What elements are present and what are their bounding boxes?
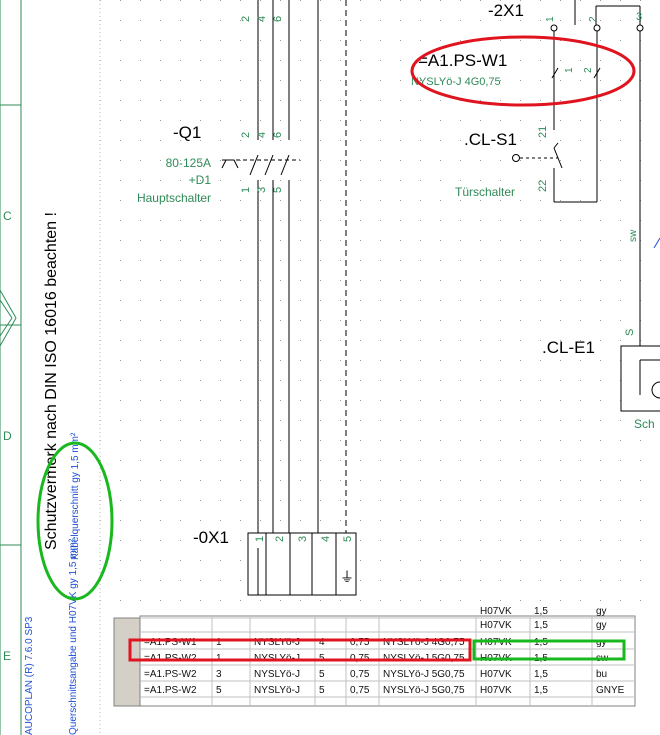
x0-terminal-3: 3 <box>297 536 309 542</box>
cle1-label: .CL-E1 <box>542 338 595 357</box>
x0-terminal-4: 4 <box>320 536 332 542</box>
table-cell: bu <box>596 669 607 680</box>
component-cle1 <box>620 330 660 412</box>
cross-section-note: Querschnittsangabe und H07VK gy 1,5 mm² <box>68 538 79 735</box>
table-cell: 5 <box>319 669 325 680</box>
table-cell: H07VK <box>480 620 512 631</box>
x2-terminal-1: 1 <box>545 16 556 22</box>
door-switch-cls1 <box>512 142 563 169</box>
table-cell: 1 <box>216 637 222 648</box>
border-letter-d: D <box>3 429 12 443</box>
ground-icon: ⏚ <box>340 569 354 585</box>
x0-label: -0X1 <box>193 528 229 547</box>
table-cell: NYSLYö-J 4G0,75 <box>383 637 465 648</box>
x2-terminal-3: 3 <box>636 11 642 23</box>
q1-top-terminal-4: 4 <box>256 132 268 138</box>
q1-bottom-terminal-3: 3 <box>256 187 268 193</box>
cls1-description: Türschalter <box>455 185 515 199</box>
terminal-strip-2x1 <box>550 0 644 330</box>
left-border: C D E <box>0 0 22 735</box>
table-cell: 1,5 <box>534 669 548 680</box>
protection-notice: Schutzvermerk nach DIN ISO 16016 beachte… <box>43 212 60 550</box>
table-cell: 0,75 <box>350 637 370 648</box>
cable-wire-1: 1 <box>564 67 575 73</box>
x0-terminal-5: 5 <box>342 536 354 542</box>
table-cell: 3 <box>216 669 222 680</box>
cle1-terminal: S <box>624 329 636 336</box>
table-cell: =A1.PS-W2 <box>144 685 197 696</box>
table-cell: 4 <box>319 637 325 648</box>
main-switch-q1 <box>221 154 300 176</box>
green-highlight-cells <box>472 639 626 661</box>
cable-note: Kabelquerschnitt gy 1,5 mm² <box>70 432 81 560</box>
q1-top-terminal-6: 6 <box>272 132 284 138</box>
main-wires <box>257 0 347 533</box>
cls1-terminal-21: 21 <box>537 126 549 138</box>
border-letter-c: C <box>3 209 12 223</box>
table-cell: NYSLYö-J 5G0,75 <box>383 685 465 696</box>
border-arrow-icon <box>0 288 17 348</box>
table-cell: gy <box>596 620 607 631</box>
red-highlight-row <box>128 638 472 662</box>
cls1-label: .CL-S1 <box>464 130 517 149</box>
q1-location: +D1 <box>189 173 212 187</box>
q1-top-terminal-2: 2 <box>240 132 252 138</box>
q1-rating: 80-125A <box>166 156 211 170</box>
table-cell: 0,75 <box>350 685 370 696</box>
cle1-description: Sch <box>634 417 655 431</box>
table-cell: H07VK <box>480 669 512 680</box>
q1-bottom-terminal-5: 5 <box>272 187 284 193</box>
red-highlight-ellipse <box>410 35 636 107</box>
table-cell: 5 <box>216 685 222 696</box>
x0-terminal-1: 1 <box>254 536 266 542</box>
table-cell: H07VK <box>480 685 512 696</box>
table-cell: 1,5 <box>534 606 548 617</box>
q1-bottom-terminal-1: 1 <box>240 187 252 193</box>
table-cell: H07VK <box>480 606 512 617</box>
x0-terminal-2: 2 <box>274 536 286 542</box>
x2-label: -2X1 <box>488 1 524 20</box>
q1-description: Hauptschalter <box>137 191 211 205</box>
table-cell: 1,5 <box>534 620 548 631</box>
table-cell: 0,75 <box>350 669 370 680</box>
table-cell: NYSLYö-J <box>254 685 300 696</box>
x2-terminal-2: 2 <box>588 16 599 22</box>
q1-label: -Q1 <box>173 123 201 142</box>
table-cell: NYSLYö-J 5G0,75 <box>383 669 465 680</box>
top-terminal-2: 2 <box>240 16 252 22</box>
terminal-block-0x1 <box>247 532 357 596</box>
table-cell: =A1.PS-W1 <box>144 637 197 648</box>
wire-color-label: sw <box>628 229 639 242</box>
table-cell: 1,5 <box>534 685 548 696</box>
green-highlight-ellipse <box>36 441 114 601</box>
table-cell: 5 <box>319 685 325 696</box>
cls1-terminal-22: 22 <box>537 180 549 192</box>
table-cell: GNYE <box>596 685 625 696</box>
dot-grid <box>99 0 641 735</box>
top-terminal-4: 4 <box>256 16 268 22</box>
table-cell: =A1.PS-W2 <box>144 669 197 680</box>
table-cell: NYSLYö-J <box>254 669 300 680</box>
table-cell: gy <box>596 606 607 617</box>
table-cell: NYSLYö-J <box>254 637 300 648</box>
cable-w1-type: NYSLYö-J 4G0,75 <box>411 76 501 88</box>
product-version: AUCOPLAN (R) 7.6.0 SP3 <box>24 616 35 735</box>
top-terminal-6: 6 <box>272 16 284 22</box>
border-letter-e: E <box>3 649 11 663</box>
cable-w1-label: =A1.PS-W1 <box>418 51 507 70</box>
cable-wire-2: 2 <box>583 67 594 73</box>
